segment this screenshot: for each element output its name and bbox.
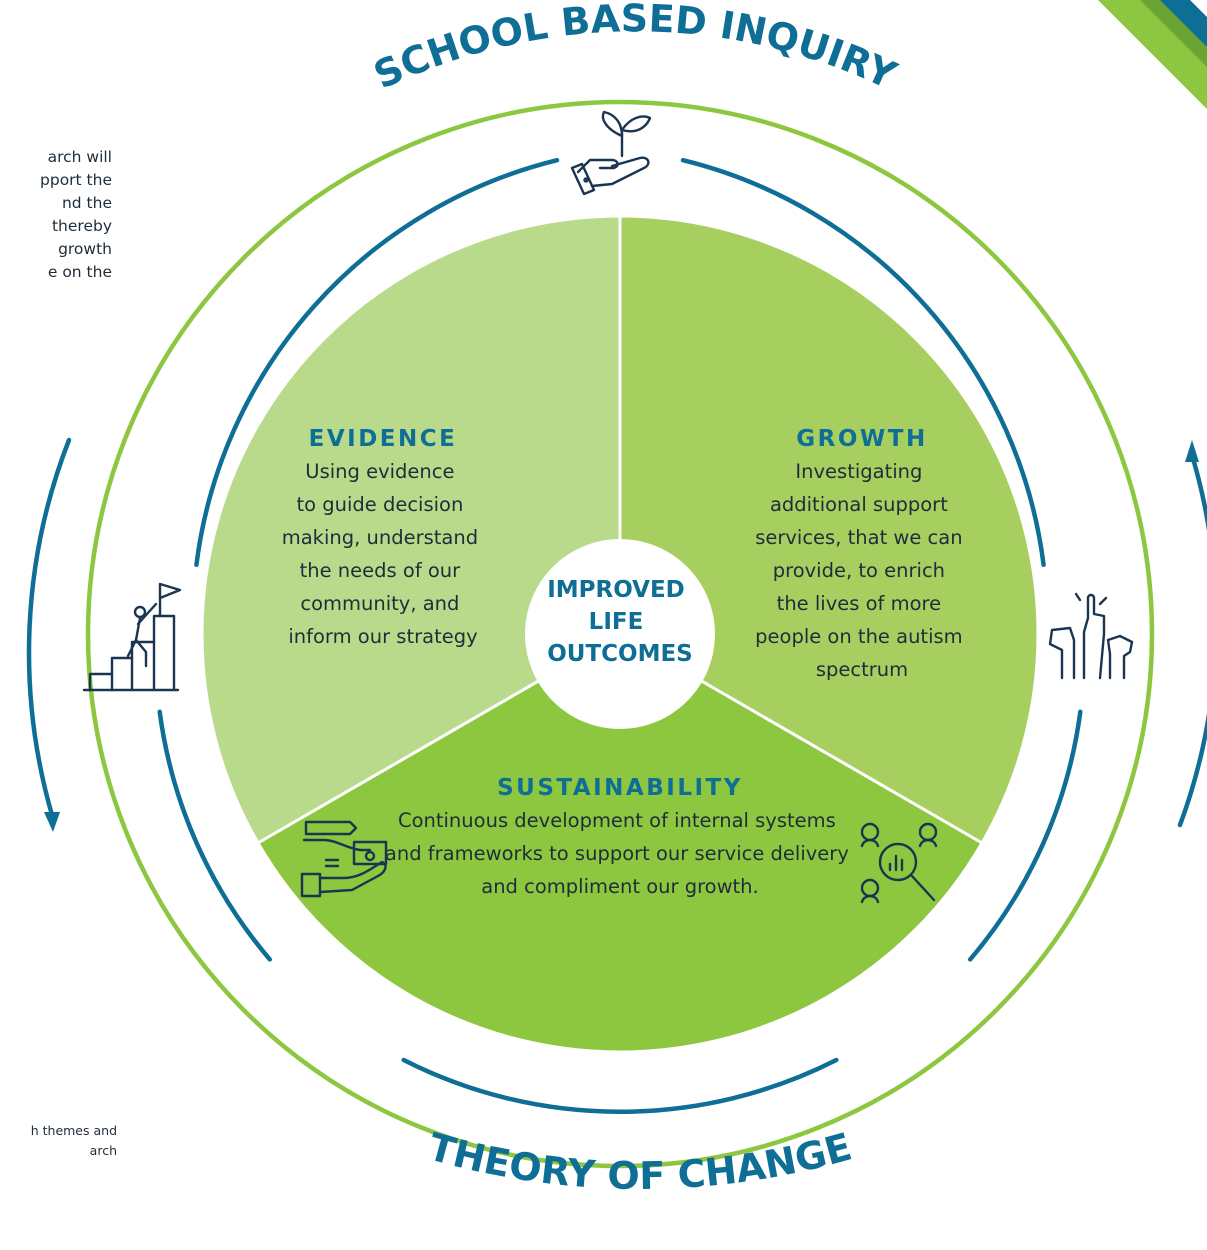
- evidence-title: EVIDENCE: [309, 426, 458, 452]
- footnote-text: h themes and arch: [31, 1121, 117, 1161]
- center-line: LIFE: [589, 609, 644, 635]
- center-line: OUTCOMES: [547, 641, 693, 667]
- footnote-line: arch: [89, 1143, 117, 1158]
- evidence-line: making, understand: [282, 526, 478, 549]
- growth-line: the lives of more: [777, 592, 941, 615]
- top-title-path: SCHOOL BASED INQUIRY: [367, 0, 903, 98]
- corner-stripes: [1098, 0, 1207, 109]
- left-arrow-head: [44, 812, 60, 832]
- evidence-line: community, and: [300, 592, 459, 615]
- sustainability-title: SUSTAINABILITY: [497, 775, 743, 801]
- climb-flag-icon: [82, 582, 182, 692]
- inner-ring-arc: [967, 709, 1083, 962]
- growth-line: spectrum: [816, 658, 908, 681]
- inner-ring-arc: [401, 1057, 839, 1114]
- intro-line: e on the: [47, 263, 112, 281]
- evidence-section: [200, 214, 622, 846]
- hand-plant-icon: [570, 110, 652, 196]
- intro-text: arch will pport the nd the thereby growt…: [40, 146, 112, 284]
- inner-ring-arc: [157, 709, 273, 962]
- sustainability-line: Continuous development of internal syste…: [398, 809, 836, 832]
- growth-title: GROWTH: [796, 426, 927, 452]
- intro-line: pport the: [40, 171, 112, 189]
- sustainability-line: and compliment our growth.: [481, 875, 759, 898]
- rotation-arrows: [26, 437, 1207, 828]
- intro-line: nd the: [61, 194, 112, 212]
- center-line: IMPROVED: [547, 577, 685, 603]
- evidence-line: to guide decision: [296, 493, 463, 516]
- growth-section: [618, 214, 1040, 846]
- growth-line: Investigating: [795, 460, 922, 483]
- right-arrow-head: [1185, 440, 1199, 462]
- inner-ring-arc: [680, 157, 1046, 568]
- intro-line: thereby: [51, 217, 112, 235]
- inner-ring-arc: [194, 157, 560, 568]
- growth-body: Investigating additional support service…: [755, 460, 969, 681]
- intro-line: arch will: [47, 148, 112, 166]
- top-title: SCHOOL BASED INQUIRY: [367, 0, 903, 98]
- center-circle: [525, 539, 715, 729]
- center-title: IMPROVED LIFE OUTCOMES: [547, 577, 693, 667]
- growth-line: additional support: [770, 493, 948, 516]
- evidence-line: Using evidence: [305, 460, 454, 483]
- people-analytics-icon: [860, 822, 938, 904]
- sustainability-line: and frameworks to support our service de…: [385, 842, 849, 865]
- footnote-line: h themes and: [30, 1123, 117, 1138]
- sustainability-section: [255, 632, 985, 1054]
- sustainability-body: Continuous development of internal syste…: [385, 809, 855, 898]
- growth-line: people on the autism: [755, 625, 963, 648]
- hands-tools-icon: [300, 820, 388, 898]
- evidence-body: Using evidence to guide decision making,…: [282, 460, 485, 648]
- evidence-line: inform our strategy: [288, 625, 477, 648]
- inner-ring: [157, 157, 1083, 1114]
- right-arrow-arc: [1177, 452, 1207, 828]
- growth-line: services, that we can: [755, 526, 962, 549]
- left-arrow-arc: [26, 437, 72, 818]
- growth-line: provide, to enrich: [773, 559, 945, 582]
- raised-hands-icon: [1048, 592, 1134, 680]
- outer-ring: [85, 99, 1155, 1169]
- evidence-line: the needs of our: [300, 559, 462, 582]
- intro-line: growth: [58, 240, 112, 258]
